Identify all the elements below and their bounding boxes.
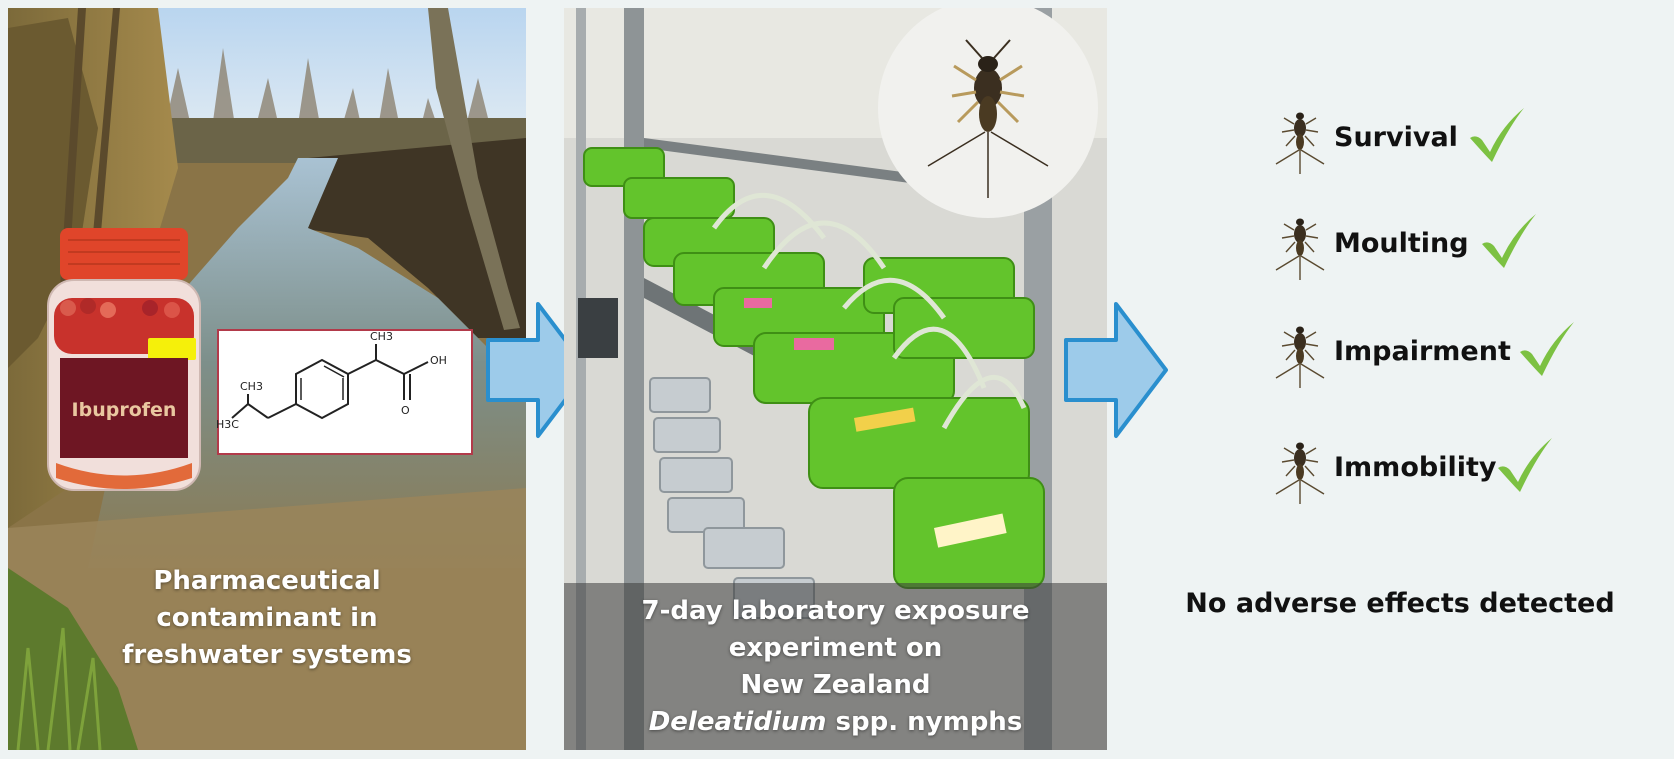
river-caption-line: freshwater systems [122, 640, 412, 670]
mayfly-nymph-icon [927, 39, 1049, 198]
lab-caption-line: Deleatidium spp. nymphs [564, 704, 1107, 741]
check-icon [1498, 438, 1552, 492]
mayfly-nymph-icon [1275, 218, 1325, 280]
conclusion-text: No adverse effects detected [1185, 588, 1615, 619]
lab-caption-line: experiment on [728, 633, 943, 663]
check-icon [1470, 108, 1524, 162]
river-scene: Ibuprofen CH3 CH3 H3C OH O [8, 8, 526, 750]
right-arrow-icon [1064, 302, 1168, 438]
lab-caption-line: New Zealand [740, 670, 931, 700]
result-label: Immobility [1334, 452, 1497, 483]
check-icon [1520, 322, 1574, 376]
structure-h3c: H3C [216, 418, 239, 431]
lab-caption-line: 7-day laboratory exposure [641, 596, 1030, 626]
ibuprofen-structure-diagram: CH3 CH3 H3C OH O [216, 329, 473, 455]
river-caption: Pharmaceutical contaminant in freshwater… [8, 563, 526, 674]
river-photo-panel: Ibuprofen CH3 CH3 H3C OH O [8, 8, 526, 750]
bottle-label: Ibuprofen [72, 399, 177, 421]
lab-photo-panel: 7-day laboratory exposure experiment on … [564, 8, 1107, 750]
result-survival: Survival [1270, 106, 1630, 176]
ibuprofen-bottle-icon: Ibuprofen [47, 228, 201, 491]
river-caption-line: Pharmaceutical [153, 566, 381, 596]
river-caption-line: contaminant in [156, 603, 378, 633]
mayfly-nymph-icon [1275, 326, 1325, 388]
structure-oh: OH [430, 354, 447, 367]
structure-o: O [401, 404, 410, 417]
result-label: Moulting [1334, 228, 1469, 259]
structure-ch3-top: CH3 [370, 330, 393, 343]
result-label: Impairment [1334, 336, 1511, 367]
result-impairment: Impairment [1270, 320, 1630, 390]
result-immobility: Immobility [1270, 436, 1630, 506]
result-moulting: Moulting [1270, 212, 1630, 282]
mayfly-nymph-icon [1275, 112, 1325, 174]
species-suffix: spp. nymphs [826, 707, 1023, 737]
check-icon [1482, 214, 1536, 268]
result-label: Survival [1334, 122, 1458, 153]
lab-caption-background [564, 583, 1107, 750]
lab-caption: 7-day laboratory exposure experiment on … [564, 593, 1107, 741]
right-arrow-icon [486, 302, 590, 438]
mayfly-nymph-icon [1275, 442, 1325, 504]
species-genus: Deleatidium [648, 707, 827, 737]
structure-ch3-left: CH3 [240, 380, 263, 393]
